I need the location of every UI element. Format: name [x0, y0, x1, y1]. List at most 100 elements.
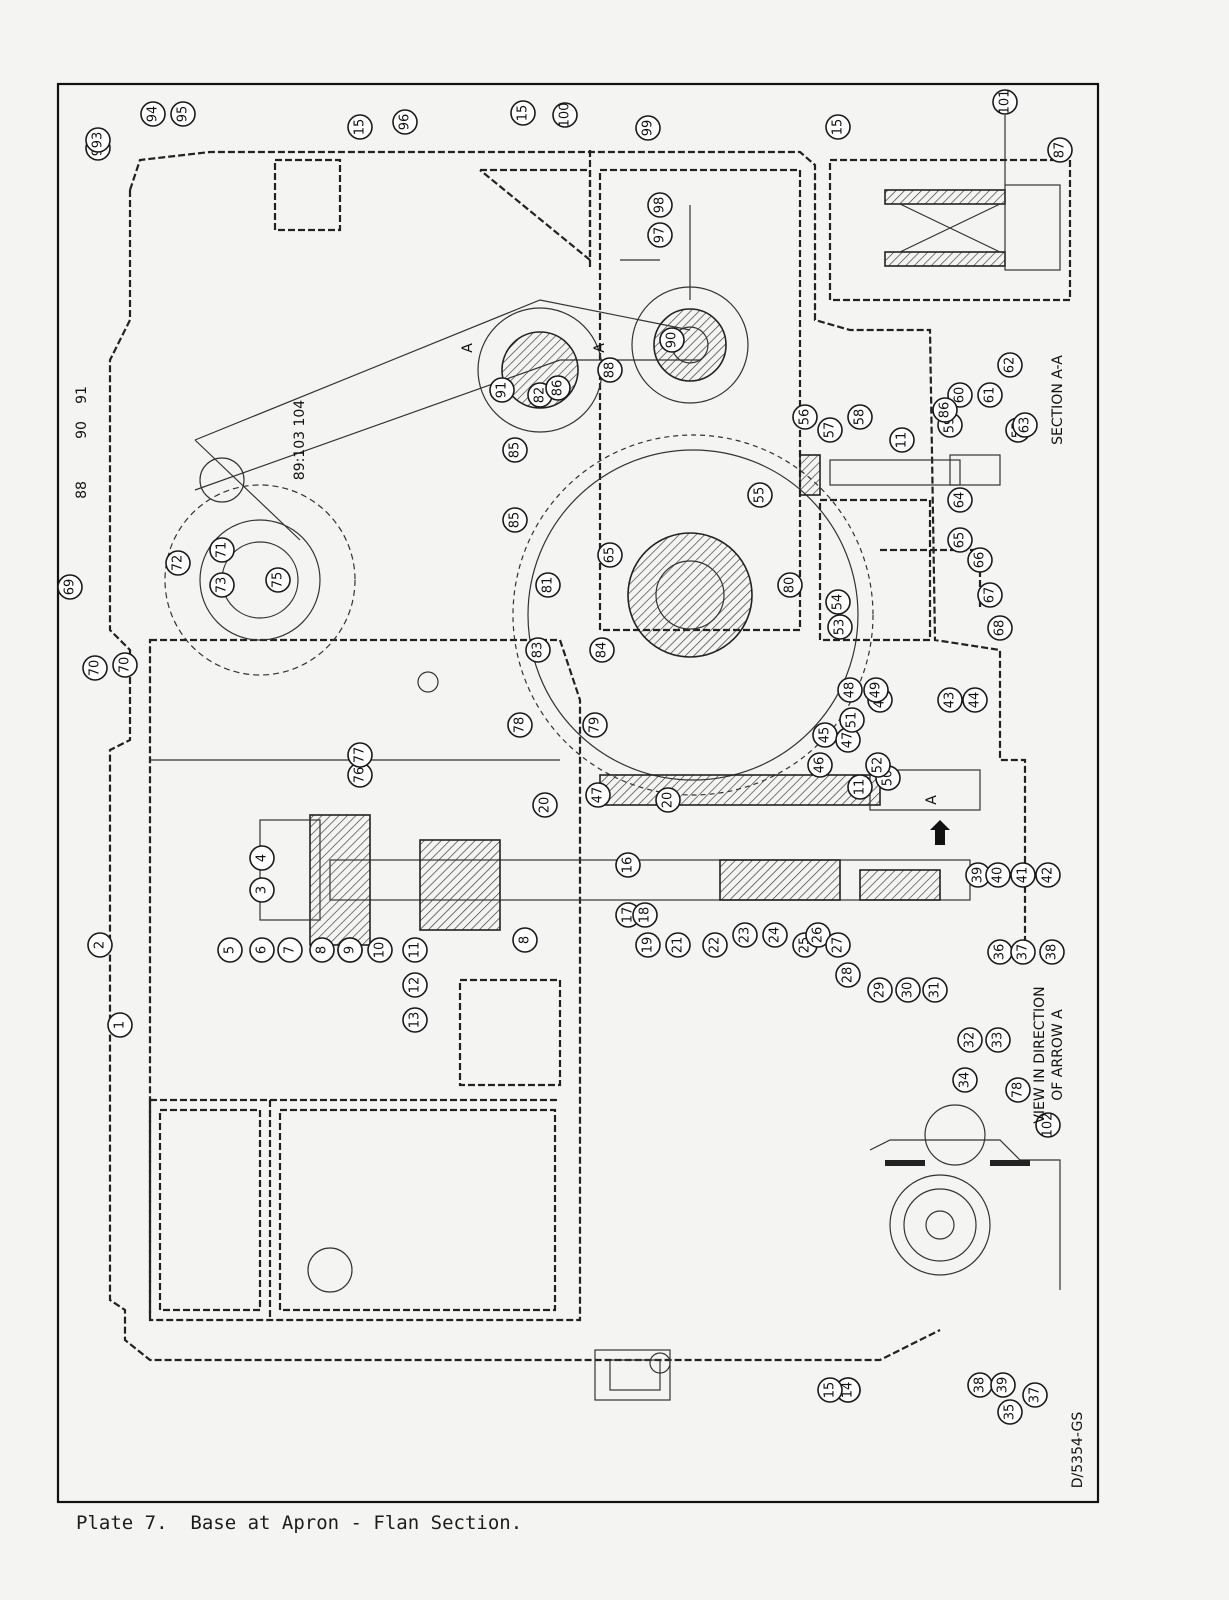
svg-text:70: 70 — [118, 657, 133, 674]
svg-text:84: 84 — [595, 642, 610, 659]
svg-text:58: 58 — [853, 409, 868, 426]
label-91: 90 — [74, 421, 90, 439]
lever-arm — [194, 205, 700, 541]
svg-text:40: 40 — [991, 867, 1006, 884]
callout-86: 86 — [545, 375, 571, 401]
svg-text:3: 3 — [255, 886, 270, 894]
svg-text:7: 7 — [283, 946, 298, 954]
svg-text:95: 95 — [176, 106, 191, 123]
svg-text:30: 30 — [901, 982, 916, 999]
svg-text:18: 18 — [638, 907, 653, 924]
arrow-a-view-detail — [869, 1139, 1061, 1290]
callout-65: 65 — [597, 542, 623, 568]
callout-61: 61 — [977, 382, 1003, 408]
svg-text:47: 47 — [841, 732, 856, 749]
svg-text:85: 85 — [508, 512, 523, 529]
label-92: 91 — [74, 386, 90, 404]
callout-20: 20 — [655, 787, 681, 813]
label-90: 88 — [74, 481, 90, 499]
callout-37: 37 — [1022, 1382, 1048, 1408]
svg-text:66: 66 — [973, 552, 988, 569]
svg-text:15: 15 — [516, 105, 531, 122]
svg-text:83: 83 — [531, 642, 546, 659]
svg-text:42: 42 — [1041, 867, 1056, 884]
svg-text:67: 67 — [983, 587, 998, 604]
svg-text:15: 15 — [353, 119, 368, 136]
svg-text:55: 55 — [753, 487, 768, 504]
callout-68: 68 — [987, 615, 1013, 641]
callout-45: 45 — [812, 722, 838, 748]
callout-78: 78 — [507, 712, 533, 738]
callout-67: 67 — [977, 582, 1003, 608]
callout-43: 43 — [937, 687, 963, 713]
callout-42: 42 — [1035, 862, 1061, 888]
svg-text:78: 78 — [1011, 1082, 1026, 1099]
callout-46: 46 — [807, 752, 833, 778]
callout-96: 96 — [392, 109, 418, 135]
callout-16: 16 — [615, 852, 641, 878]
callout-101: 101 — [992, 89, 1018, 115]
svg-text:24: 24 — [768, 927, 783, 944]
callout-82: 82 — [527, 382, 553, 408]
svg-text:41: 41 — [1016, 867, 1031, 884]
callout-63: 63 — [1012, 412, 1038, 438]
callout-10: 10 — [367, 937, 393, 963]
plate-title: Base at Apron - Flan Section. — [190, 1512, 523, 1534]
svg-text:45: 45 — [818, 727, 833, 744]
callout-39: 39 — [965, 862, 991, 888]
svg-text:68: 68 — [993, 620, 1008, 637]
callout-1: 1 — [107, 1012, 133, 1038]
svg-text:28: 28 — [841, 967, 856, 984]
callout-55: 55 — [747, 482, 773, 508]
part-callouts: 1234566788910111111121314141515151516171… — [57, 89, 1073, 1425]
callout-18: 18 — [632, 902, 658, 928]
svg-text:46: 46 — [813, 757, 828, 774]
svg-text:11: 11 — [853, 779, 868, 796]
svg-text:44: 44 — [968, 692, 983, 709]
svg-text:2: 2 — [93, 941, 108, 949]
svg-text:11: 11 — [895, 432, 910, 449]
callout-49: 49 — [863, 677, 889, 703]
svg-text:82: 82 — [533, 387, 548, 404]
svg-text:98: 98 — [653, 197, 668, 214]
callout-41: 41 — [1010, 862, 1036, 888]
callout-75: 75 — [265, 567, 291, 593]
svg-text:21: 21 — [671, 937, 686, 954]
svg-text:27: 27 — [831, 937, 846, 954]
callout-24: 24 — [762, 922, 788, 948]
callout-70: 70 — [82, 655, 108, 681]
callout-88: 88 — [597, 357, 623, 383]
svg-text:39: 39 — [971, 867, 986, 884]
callout-22: 22 — [702, 932, 728, 958]
svg-text:64: 64 — [953, 492, 968, 509]
callout-98: 98 — [647, 192, 673, 218]
callout-15: 15 — [825, 114, 851, 140]
svg-text:19: 19 — [641, 937, 656, 954]
svg-text:56: 56 — [798, 409, 813, 426]
svg-text:102: 102 — [1041, 1113, 1056, 1138]
callout-31: 31 — [922, 977, 948, 1003]
callout-90: 90 — [659, 327, 685, 353]
svg-text:52: 52 — [871, 757, 886, 774]
svg-text:72: 72 — [171, 555, 186, 572]
svg-text:26: 26 — [811, 927, 826, 944]
svg-text:32: 32 — [963, 1032, 978, 1049]
callout-30: 30 — [895, 977, 921, 1003]
callout-47: 47 — [585, 782, 611, 808]
callout-102: 102 — [1035, 1112, 1061, 1138]
svg-text:15: 15 — [831, 119, 846, 136]
callout-4: 4 — [249, 845, 275, 871]
svg-text:35: 35 — [1003, 1404, 1018, 1421]
callout-66: 66 — [967, 547, 993, 573]
svg-text:71: 71 — [215, 542, 230, 559]
svg-text:31: 31 — [928, 982, 943, 999]
svg-text:54: 54 — [831, 594, 846, 611]
svg-text:81: 81 — [541, 577, 556, 594]
callout-73: 73 — [209, 572, 235, 598]
section-marker-bottom: A — [592, 343, 608, 353]
callout-36: 36 — [987, 939, 1013, 965]
svg-text:48: 48 — [843, 682, 858, 699]
svg-text:20: 20 — [661, 792, 676, 809]
callout-86: 86 — [932, 397, 958, 423]
plate-number: Plate 7. — [76, 1512, 168, 1534]
